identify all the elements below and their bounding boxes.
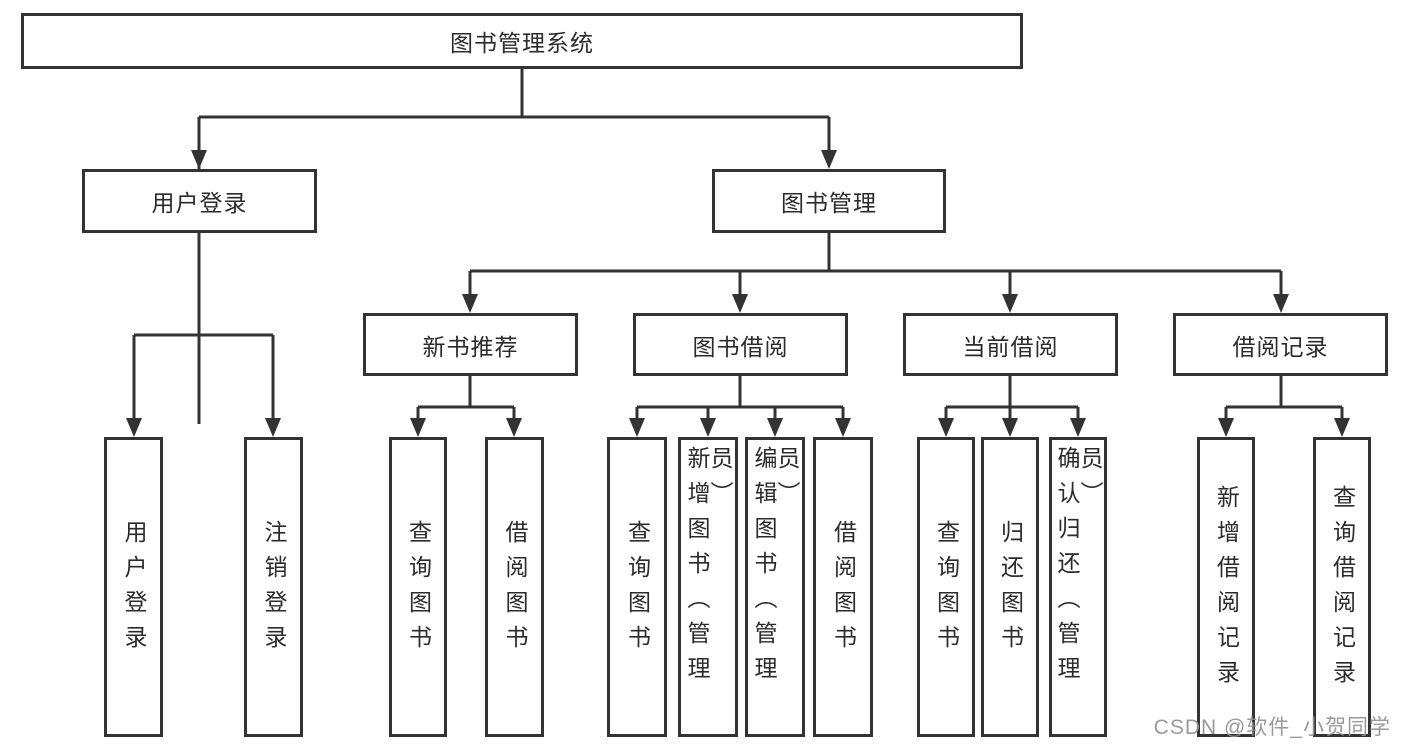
connector-root [197, 69, 831, 424]
connector-user-login [132, 233, 275, 424]
connector-new-book [416, 376, 516, 424]
node-current-borrow: 当前借阅 [903, 313, 1118, 376]
node-user-login: 用户登录 [82, 169, 317, 233]
leaf-current-return-books: 归还图书 [981, 437, 1039, 737]
node-book-management: 图书管理 [712, 169, 946, 233]
leaf-borrow-edit-books-admin: 编辑图书（管理员） [745, 437, 805, 737]
leaf-newbook-query-books: 查询图书 [389, 437, 447, 737]
leaf-borrow-borrow-books: 借阅图书 [813, 437, 873, 737]
connector-borrow-records [1224, 374, 1344, 424]
leaf-logout: 注销登录 [244, 437, 303, 737]
connector-book-borrow [635, 376, 845, 424]
node-book-borrow: 图书借阅 [633, 313, 848, 376]
connector-current-borrow [944, 376, 1080, 424]
leaf-current-query-books: 查询图书 [917, 437, 975, 737]
leaf-newbook-borrow-books: 借阅图书 [485, 437, 544, 737]
node-borrow-records: 借阅记录 [1173, 313, 1388, 376]
csdn-watermark: CSDN @软件_小贺同学 [1153, 716, 1391, 739]
leaf-current-confirm-return-admin: 确认归还（管理员） [1049, 437, 1107, 737]
node-new-book-recommend: 新书推荐 [363, 313, 578, 376]
leaf-records-query-record: 查询借阅记录 [1313, 437, 1371, 737]
leaf-borrow-query-books: 查询图书 [607, 437, 667, 737]
leaf-user-login: 用户登录 [104, 437, 163, 737]
node-root: 图书管理系统 [21, 13, 1023, 69]
arrowheads [126, 150, 1350, 437]
leaf-borrow-add-books-admin: 新增图书（管理员） [678, 437, 738, 737]
connector-book-management [468, 233, 1283, 300]
leaf-records-add-record: 新增借阅记录 [1197, 437, 1255, 737]
